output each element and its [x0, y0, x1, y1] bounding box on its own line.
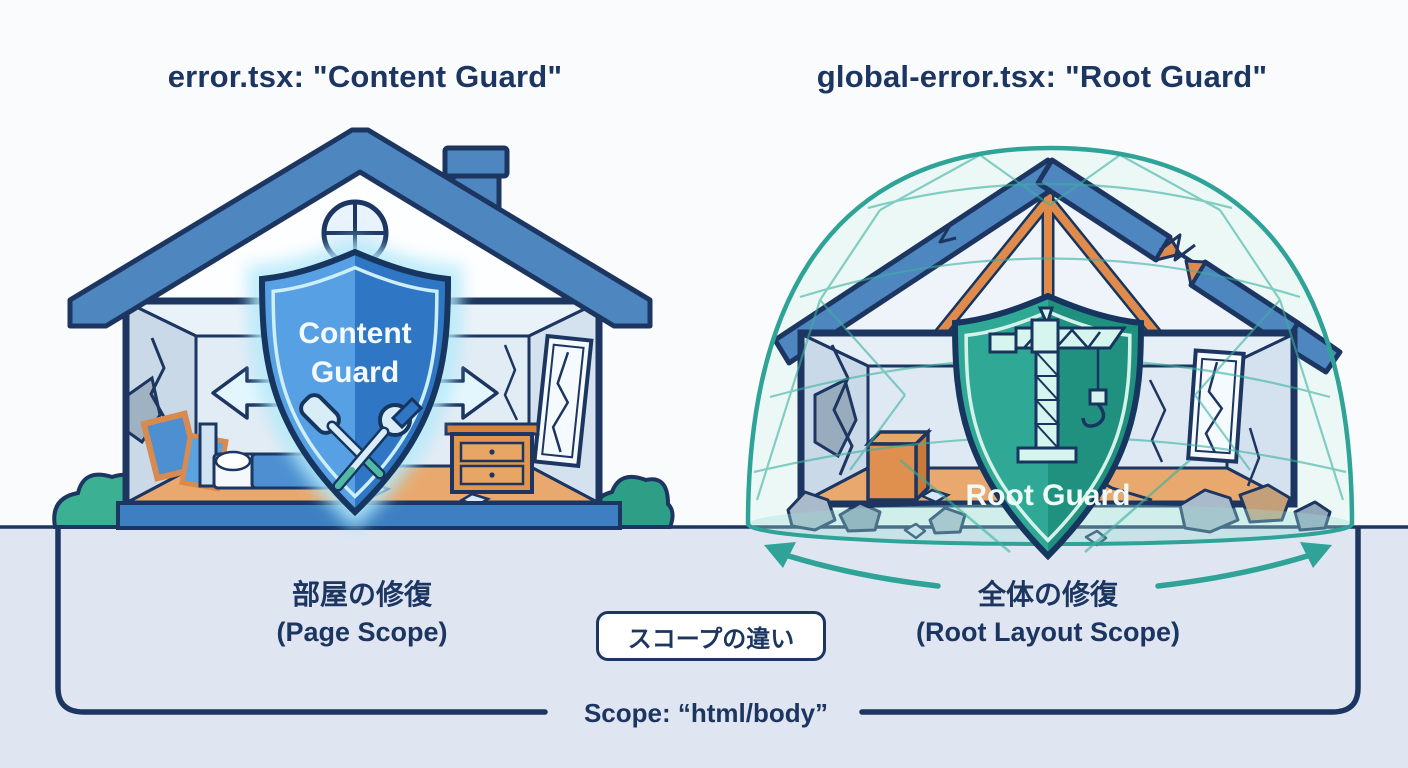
caption-right-scope: (Root Layout Scope)	[916, 617, 1180, 647]
wrench-screwdriver-icon	[299, 393, 424, 492]
broken-window	[532, 333, 594, 469]
title-left: error.tsx: "Content Guard"	[167, 59, 563, 94]
scope-difference-note: スコープの違い	[596, 611, 826, 661]
root-guard-shield: Root Guard	[955, 296, 1141, 556]
rubble	[786, 483, 1332, 547]
caption-left-jp: 部屋の修復	[291, 579, 432, 610]
crane-icon	[988, 306, 1127, 464]
dome-outline	[745, 145, 1355, 525]
left-house-illustration: Content Guard	[52, 127, 675, 530]
crate	[863, 427, 933, 505]
dome-wall-cracks	[813, 344, 1261, 502]
scope-bracket	[55, 526, 1361, 715]
caption-left-scope: (Page Scope)	[276, 617, 448, 647]
dome-illustration: Root Guard	[745, 145, 1355, 589]
title-right: global-error.tsx: "Root Guard"	[816, 59, 1268, 94]
dresser	[444, 422, 540, 494]
bottom-scope-label: Scope: “html/body”	[583, 698, 829, 728]
dome-mesh	[753, 154, 1347, 553]
root-guard-label: Root Guard	[966, 479, 1131, 512]
dome-broken-window	[1186, 348, 1246, 464]
dome-span-arrow	[764, 542, 1332, 589]
content-guard-label-2: Guard	[311, 356, 399, 389]
content-guard-shield: Content Guard	[262, 252, 448, 512]
caption-right-jp: 全体の修復	[977, 579, 1118, 610]
content-guard-label-1: Content	[298, 317, 411, 350]
roof	[67, 127, 653, 329]
